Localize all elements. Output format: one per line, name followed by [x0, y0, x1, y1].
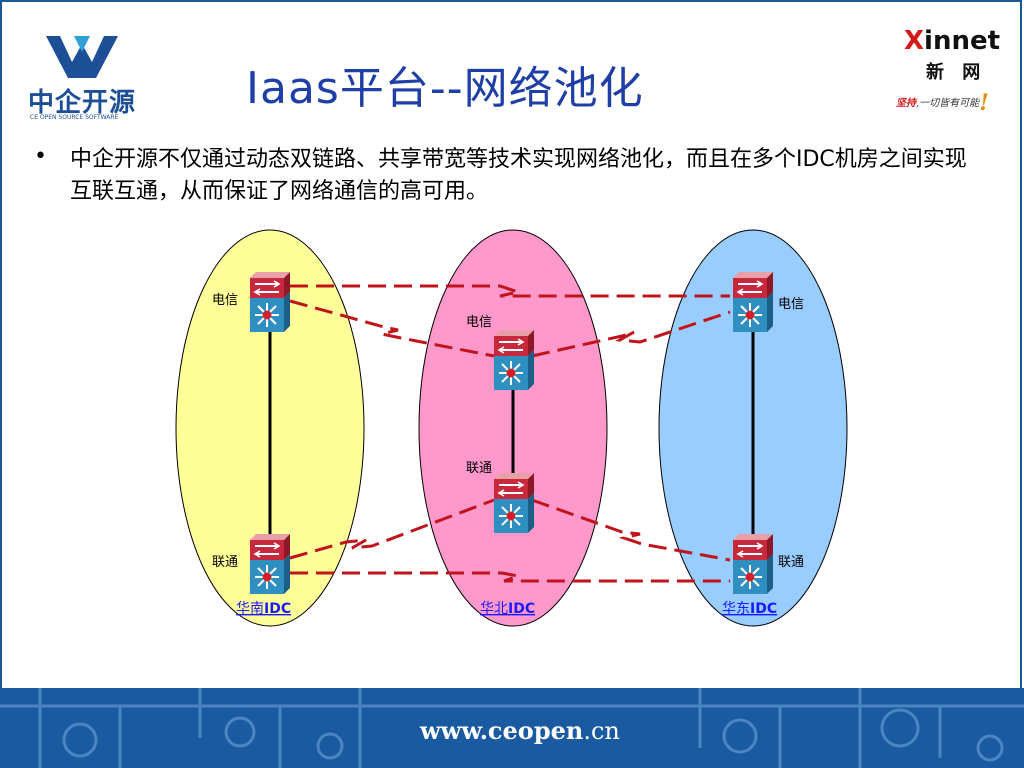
east-idc-name[interactable]: 华东IDC — [722, 601, 777, 617]
label-north-unicom: 联通 — [466, 461, 492, 476]
link-south-north-telecom — [289, 299, 495, 358]
link-north-east-unicom — [531, 498, 731, 562]
switch-south-telecom[interactable] — [249, 271, 291, 333]
label-south-telecom: 电信 — [212, 293, 238, 308]
ceopen-logo-icon — [46, 36, 118, 78]
link-south-east-unicom — [290, 571, 730, 583]
label-east-telecom: 电信 — [778, 297, 804, 312]
footer-bar: www.ceopen.cn — [0, 688, 1024, 768]
xinnet-brand: Xinnet — [904, 26, 1001, 56]
switch-south-unicom[interactable] — [249, 533, 291, 595]
logo-left-subtitle: CE OPEN SOURCE SOFTWARE — [30, 114, 119, 121]
footer-pattern-icon — [0, 688, 1024, 768]
footer-url[interactable]: www.ceopen.cn — [420, 716, 620, 745]
switch-east-telecom[interactable] — [732, 271, 774, 333]
south-idc-name[interactable]: 华南IDC — [236, 601, 291, 617]
slide-frame — [0, 0, 1022, 688]
xinnet-logo: Xinnet 新 网 坚持,一切皆有可能! — [890, 24, 1010, 116]
link-south-east-telecom — [290, 284, 730, 298]
link-north-east-telecom — [531, 310, 731, 358]
label-north-telecom: 电信 — [466, 315, 492, 330]
switch-east-unicom[interactable] — [732, 533, 774, 595]
label-east-unicom: 联通 — [778, 555, 804, 570]
xinnet-chinese-name: 新 网 — [926, 62, 987, 83]
north-idc-name[interactable]: 华北IDC — [480, 601, 535, 617]
network-diagram: 电信 联通 电信 联通 电信 联通 华南IDC 华北IDC 华东IDC — [175, 229, 848, 627]
ceopen-logo: 中企开源 CE OPEN SOURCE SOFTWARE — [28, 32, 138, 124]
link-south-north-unicom — [289, 498, 495, 560]
switch-north-unicom[interactable] — [493, 472, 535, 534]
label-south-unicom: 联通 — [212, 555, 238, 570]
bullet-icon: • — [34, 144, 47, 169]
page-title: Iaas平台--网络池化 — [246, 63, 644, 114]
switch-north-telecom[interactable] — [493, 329, 535, 391]
logo-left-name: 中企开源 — [28, 88, 137, 118]
xinnet-slogan: 坚持,一切皆有可能! — [896, 90, 989, 116]
bullet-text: 中企开源不仅通过动态双链路、共享带宽等技术实现网络池化，而且在多个IDC机房之间… — [70, 147, 967, 204]
